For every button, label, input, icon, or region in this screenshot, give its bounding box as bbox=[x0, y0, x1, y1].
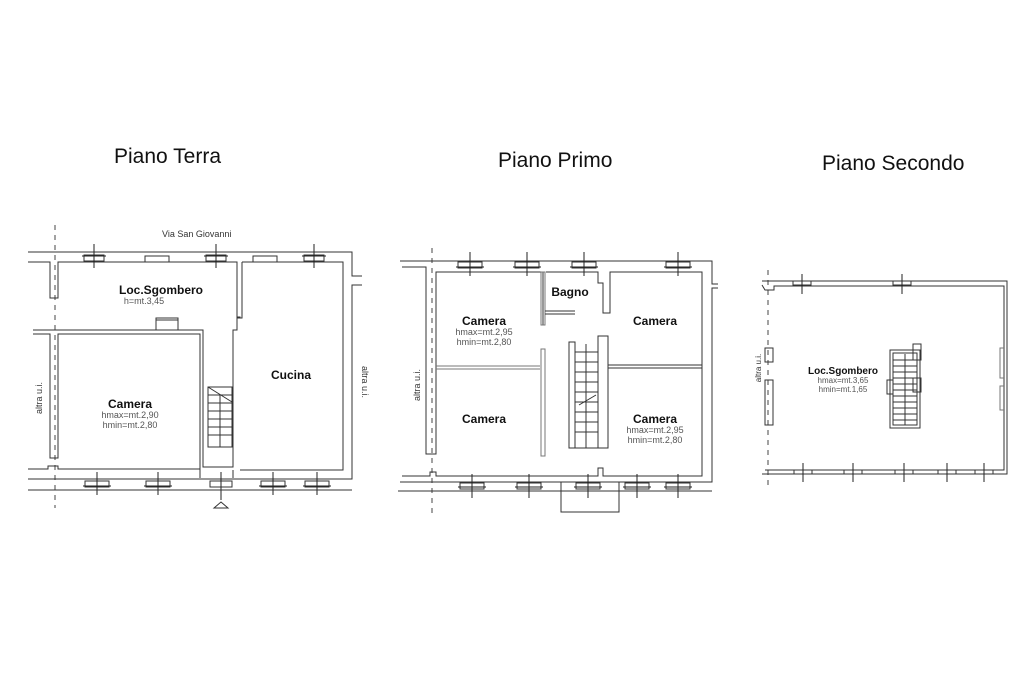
window-icon bbox=[302, 244, 326, 268]
room-name: Camera bbox=[108, 397, 152, 411]
side-label: altra u.i. bbox=[754, 354, 763, 382]
window-icon bbox=[664, 474, 692, 498]
window-icon bbox=[843, 463, 863, 482]
window-icon bbox=[664, 252, 692, 276]
window-icon bbox=[894, 463, 914, 482]
window-icon bbox=[144, 472, 172, 495]
room-name: Camera bbox=[462, 314, 506, 328]
room-name: Camera bbox=[633, 412, 677, 426]
room-height-min: hmin=mt.2,80 bbox=[457, 337, 512, 347]
window-icon bbox=[574, 474, 602, 498]
floor-plan-piano-secondo: Loc.Sgombero hmax=mt.3,65 hmin=mt.1,65 a… bbox=[754, 270, 1008, 488]
window-icon bbox=[937, 463, 957, 482]
window-icon bbox=[513, 252, 541, 276]
room-name: Camera bbox=[462, 412, 506, 426]
floor-title-piano-primo: Piano Primo bbox=[498, 149, 613, 172]
window-icon bbox=[570, 252, 598, 276]
window-icon bbox=[82, 244, 106, 268]
floor-plan-piano-primo: Camera hmax=mt.2,95 hmin=mt.2,80 Bagno C… bbox=[398, 248, 718, 515]
room-height-max: hmax=mt.3,65 bbox=[818, 376, 869, 385]
room-height-min: hmin=mt.2,80 bbox=[103, 420, 158, 430]
room-name: Bagno bbox=[551, 285, 588, 299]
floor-plan-piano-terra: Via San Giovanni bbox=[28, 225, 370, 509]
window-icon bbox=[204, 244, 228, 268]
window-icon bbox=[259, 472, 287, 495]
entrance-door-icon bbox=[209, 472, 233, 509]
window-icon bbox=[974, 463, 994, 482]
window-icon bbox=[456, 252, 484, 276]
window-icon bbox=[793, 463, 813, 482]
window-icon bbox=[515, 474, 543, 498]
window-icon bbox=[458, 474, 486, 498]
window-icon bbox=[792, 274, 812, 294]
room-name: Cucina bbox=[271, 368, 311, 382]
window-icon bbox=[303, 472, 331, 495]
room-height: h=mt.3,45 bbox=[124, 296, 164, 306]
room-height-min: hmin=mt.1,65 bbox=[819, 385, 868, 394]
side-label: altra u.i. bbox=[360, 366, 370, 398]
side-label: altra u.i. bbox=[412, 369, 422, 401]
window-icon bbox=[83, 472, 111, 495]
street-label: Via San Giovanni bbox=[162, 229, 231, 239]
room-height-max: hmax=mt.2,90 bbox=[101, 410, 158, 420]
side-label: altra u.i. bbox=[34, 382, 44, 414]
floor-title-piano-secondo: Piano Secondo bbox=[822, 152, 965, 175]
room-name: Loc.Sgombero bbox=[119, 283, 203, 297]
room-height-max: hmax=mt.2,95 bbox=[455, 327, 512, 337]
room-height-min: hmin=mt.2,80 bbox=[628, 435, 683, 445]
room-name: Loc.Sgombero bbox=[808, 366, 878, 377]
floor-title-piano-terra: Piano Terra bbox=[114, 145, 222, 168]
room-height-max: hmax=mt.2,95 bbox=[626, 425, 683, 435]
window-icon bbox=[623, 474, 651, 498]
room-name: Camera bbox=[633, 314, 677, 328]
window-icon bbox=[144, 255, 170, 263]
window-icon bbox=[252, 255, 278, 263]
window-icon bbox=[892, 274, 912, 294]
